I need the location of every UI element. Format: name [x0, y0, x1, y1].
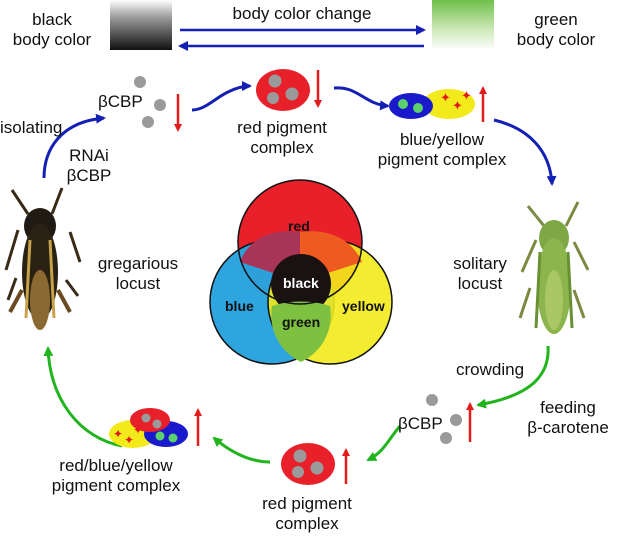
- arrow-blue-yellow-to-solitary: [493, 118, 557, 186]
- red-pigment-top-line2: complex: [250, 138, 314, 157]
- blue-yellow-complex-label: blue/yellow pigment complex: [372, 130, 512, 170]
- bcbp-molecules-top: [134, 76, 166, 128]
- isolating-label: isolating: [0, 118, 63, 137]
- crowding-label: crowding: [456, 360, 525, 379]
- rby-line1: red/blue/yellow: [59, 456, 173, 475]
- arrow-gregarious-to-bcbp: [42, 113, 106, 179]
- rnai-bcbp-label: RNAi βCBP: [62, 146, 116, 186]
- svg-text:✦: ✦: [113, 427, 123, 441]
- rnai-line2: βCBP: [66, 166, 112, 185]
- green-body-color-swatch: [432, 0, 494, 50]
- arrow-bcbp-to-red-pigment-bottom: [366, 425, 402, 462]
- feeding-line1: feeding: [540, 398, 596, 417]
- venn-yellow-label: yellow: [342, 298, 385, 314]
- rby-line2: pigment complex: [51, 476, 181, 495]
- gregarious-locust-label: gregarious locust: [92, 254, 184, 294]
- bcbp-top-label: βCBP: [98, 92, 143, 111]
- svg-text:✦: ✦: [124, 433, 134, 447]
- arrow-bcbp-to-red-pigment: [191, 81, 252, 112]
- arrow-rby-to-gregarious: [43, 346, 123, 448]
- black-label-line2: body color: [12, 30, 92, 49]
- red-pigment-complex-top: [256, 69, 310, 111]
- svg-text:✦: ✦: [452, 99, 463, 114]
- solitary-locust-label: solitary locust: [442, 254, 518, 294]
- blue-yellow-line2: pigment complex: [377, 150, 507, 169]
- feeding-beta-carotene-label: feeding β-carotene: [522, 398, 614, 438]
- red-pigment-complex-bottom: [281, 443, 335, 485]
- green-body-color-label: green body color: [500, 10, 612, 50]
- bcbp-bottom-label: βCBP: [398, 414, 443, 433]
- venn-diagram: [209, 179, 393, 365]
- venn-black-label: black: [283, 275, 319, 291]
- red-pigment-top-line1: red pigment: [237, 118, 327, 137]
- red-pigment-bottom-line2: complex: [275, 514, 339, 533]
- arrow-red-pigment-to-rby: [212, 436, 271, 464]
- venn-black-center: [271, 254, 331, 314]
- arrow-solitary-to-bcbp: [476, 345, 550, 409]
- venn-green-overlap: [271, 301, 331, 362]
- blue-yellow-line1: blue/yellow: [399, 130, 485, 149]
- black-body-color-label: black body color: [0, 10, 104, 50]
- green-label-line2: body color: [516, 30, 596, 49]
- venn-green-label: green: [282, 314, 321, 330]
- blue-yellow-pigment-complex: ✦ ✦ ✦: [389, 89, 475, 119]
- svg-text:✦: ✦: [133, 423, 143, 437]
- rnai-line1: RNAi: [69, 146, 109, 165]
- red-pigment-bottom-line1: red pigment: [262, 494, 352, 513]
- body-color-change-label: body color change: [232, 4, 372, 23]
- feeding-line2: β-carotene: [527, 418, 609, 437]
- black-label-line1: black: [32, 10, 72, 29]
- venn-red-label: red: [288, 218, 310, 234]
- red-pigment-complex-bottom-label: red pigment complex: [250, 494, 364, 534]
- rby-complex-label: red/blue/yellow pigment complex: [36, 456, 196, 496]
- black-body-color-swatch: [110, 0, 172, 50]
- solitary-line2: locust: [457, 274, 503, 293]
- green-label-line1: green: [534, 10, 578, 29]
- solitary-line1: solitary: [453, 254, 507, 273]
- gregarious-line1: gregarious: [97, 254, 179, 273]
- red-blue-yellow-pigment-complex: ✦ ✦ ✦: [109, 408, 188, 448]
- svg-text:✦: ✦: [440, 91, 451, 106]
- gregarious-line2: locust: [115, 274, 161, 293]
- gregarious-locust-image: [4, 187, 82, 330]
- red-pigment-complex-top-label: red pigment complex: [226, 118, 338, 158]
- arrow-red-pigment-to-blue-yellow: [333, 86, 390, 111]
- svg-text:✦: ✦: [461, 89, 472, 104]
- venn-blue-label: blue: [225, 298, 254, 314]
- bcbp-molecules-bottom: [426, 394, 462, 444]
- solitary-locust-image: [518, 201, 590, 334]
